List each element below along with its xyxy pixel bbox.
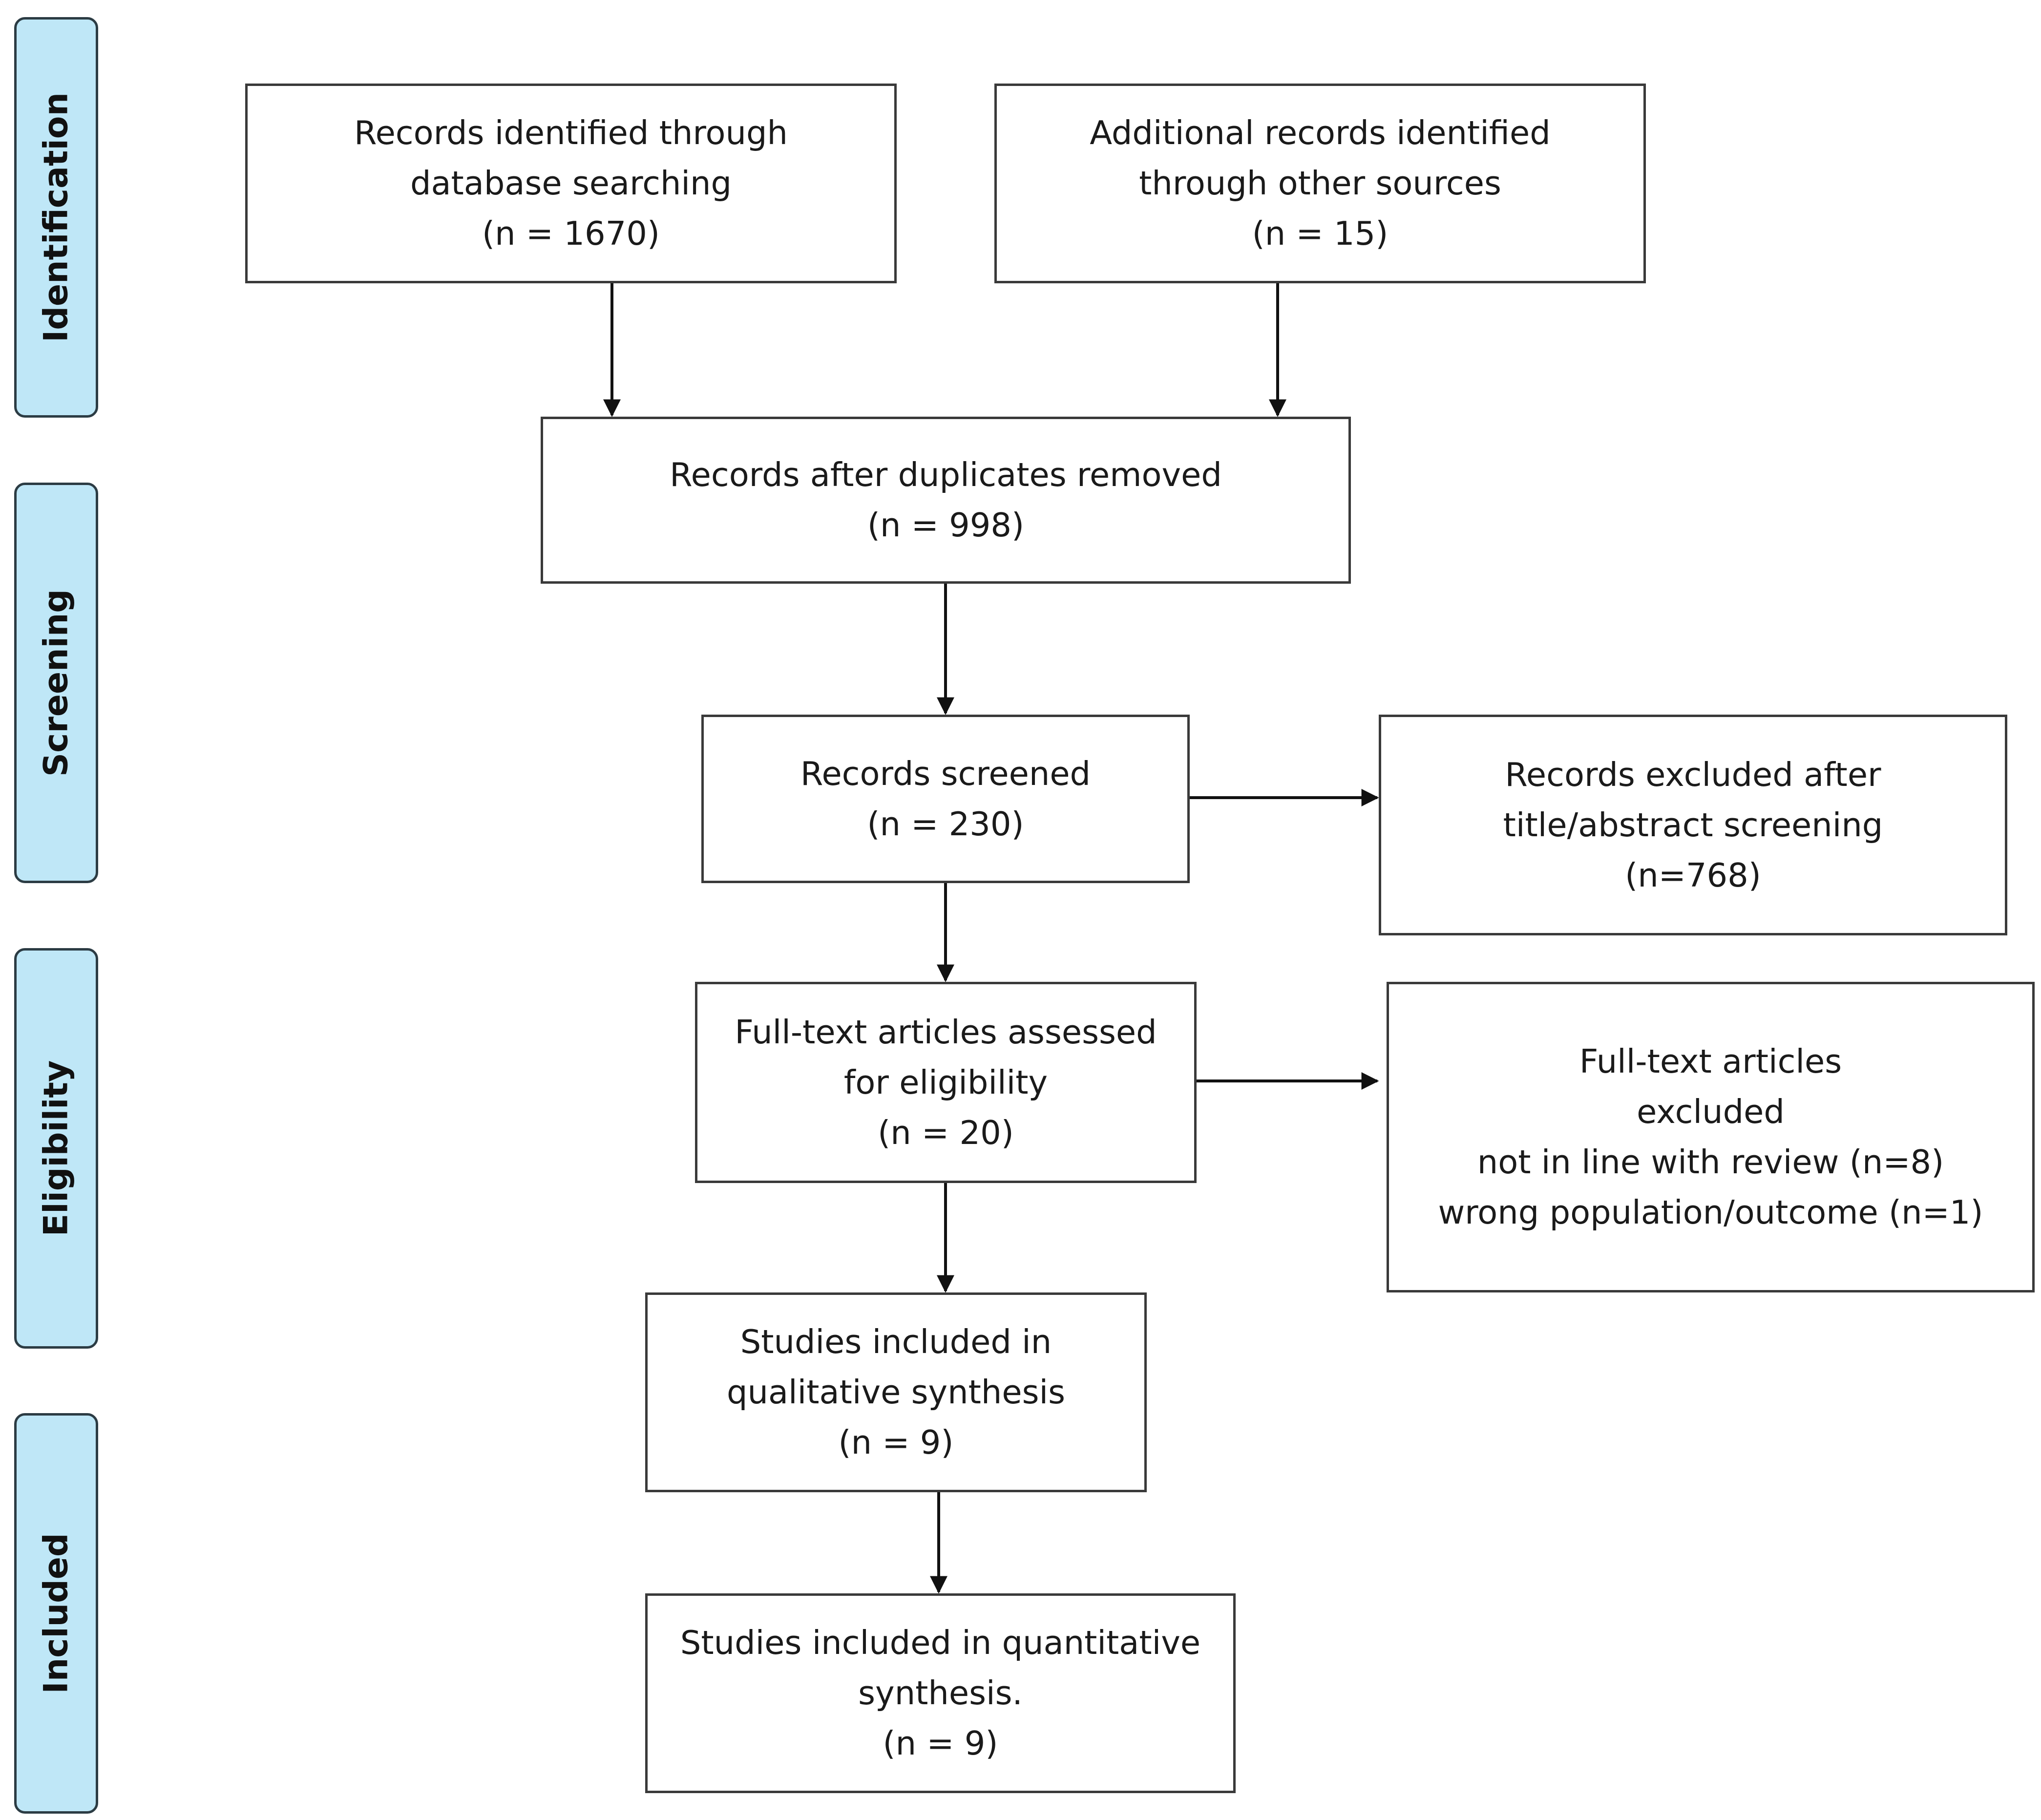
box-screened-line-1: Records screened [800, 754, 1091, 793]
box-other-sources-line-3: (n = 15) [1252, 214, 1389, 253]
box-excluded-line-1: Records excluded after [1505, 755, 1881, 794]
box-database-records: Records identified through database sear… [245, 84, 897, 283]
phase-screening: Screening [14, 483, 98, 883]
box-fulltext-excluded-line-4: wrong population/outcome (n=1) [1438, 1193, 1983, 1231]
box-fulltext-excluded-line-2: excluded [1637, 1093, 1785, 1131]
box-other-sources-line-2: through other sources [1139, 164, 1501, 202]
box-qualitative-line-2: qualitative synthesis [726, 1373, 1066, 1411]
box-excluded-line-3: (n=768) [1625, 856, 1761, 894]
box-database-line-3: (n = 1670) [482, 214, 660, 253]
box-excluded-line-2: title/abstract screening [1503, 805, 1883, 844]
box-records-excluded: Records excluded after title/abstract sc… [1379, 715, 2007, 935]
box-fulltext-assessed-line-2: for eligibility [843, 1063, 1048, 1101]
box-other-sources: Additional records identified through ot… [994, 84, 1646, 283]
box-duplicates-line-1: Records after duplicates removed [670, 456, 1222, 494]
box-fulltext-assessed: Full-text articles assessed for eligibil… [695, 982, 1197, 1183]
box-quantitative-synthesis: Studies included in quantitative synthes… [645, 1593, 1236, 1793]
phase-identification: Identification [14, 17, 98, 418]
box-fulltext-excluded-line-1: Full-text articles [1579, 1042, 1842, 1080]
box-records-screened: Records screened (n = 230) [701, 715, 1190, 883]
box-quantitative-line-3: (n = 9) [883, 1724, 998, 1762]
box-qualitative-line-1: Studies included in [740, 1323, 1052, 1361]
box-duplicates-line-2: (n = 998) [867, 506, 1025, 544]
box-quantitative-line-2: synthesis. [858, 1674, 1023, 1712]
box-database-line-2: database searching [410, 164, 732, 202]
box-fulltext-assessed-line-1: Full-text articles assessed [735, 1013, 1157, 1051]
box-qualitative-line-3: (n = 9) [838, 1423, 954, 1461]
box-qualitative-synthesis: Studies included in qualitative synthesi… [645, 1292, 1147, 1492]
box-database-line-1: Records identified through [354, 114, 788, 152]
box-fulltext-excluded-line-3: not in line with review (n=8) [1477, 1143, 1944, 1181]
phase-eligibility: Eligibility [14, 948, 98, 1349]
box-fulltext-assessed-line-3: (n = 20) [878, 1113, 1014, 1152]
phase-included: Included [14, 1413, 98, 1814]
box-quantitative-line-1: Studies included in quantitative [680, 1624, 1201, 1662]
box-other-sources-line-1: Additional records identified [1090, 114, 1551, 152]
box-screened-line-2: (n = 230) [867, 804, 1024, 843]
box-duplicates-removed: Records after duplicates removed (n = 99… [541, 417, 1351, 584]
box-fulltext-excluded: Full-text articles excluded not in line … [1387, 982, 2035, 1292]
